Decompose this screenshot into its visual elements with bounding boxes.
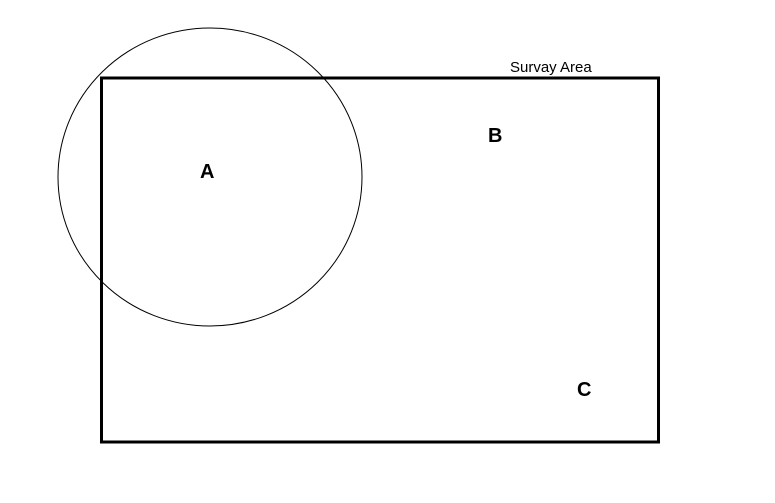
point-label-a: A	[200, 161, 214, 183]
point-label-c: C	[577, 379, 591, 401]
survey-area-title: Survay Area	[510, 59, 592, 76]
survey-area-boundary	[100, 76, 660, 444]
point-label-b: B	[488, 125, 502, 147]
coverage-circle-a	[57, 27, 363, 327]
